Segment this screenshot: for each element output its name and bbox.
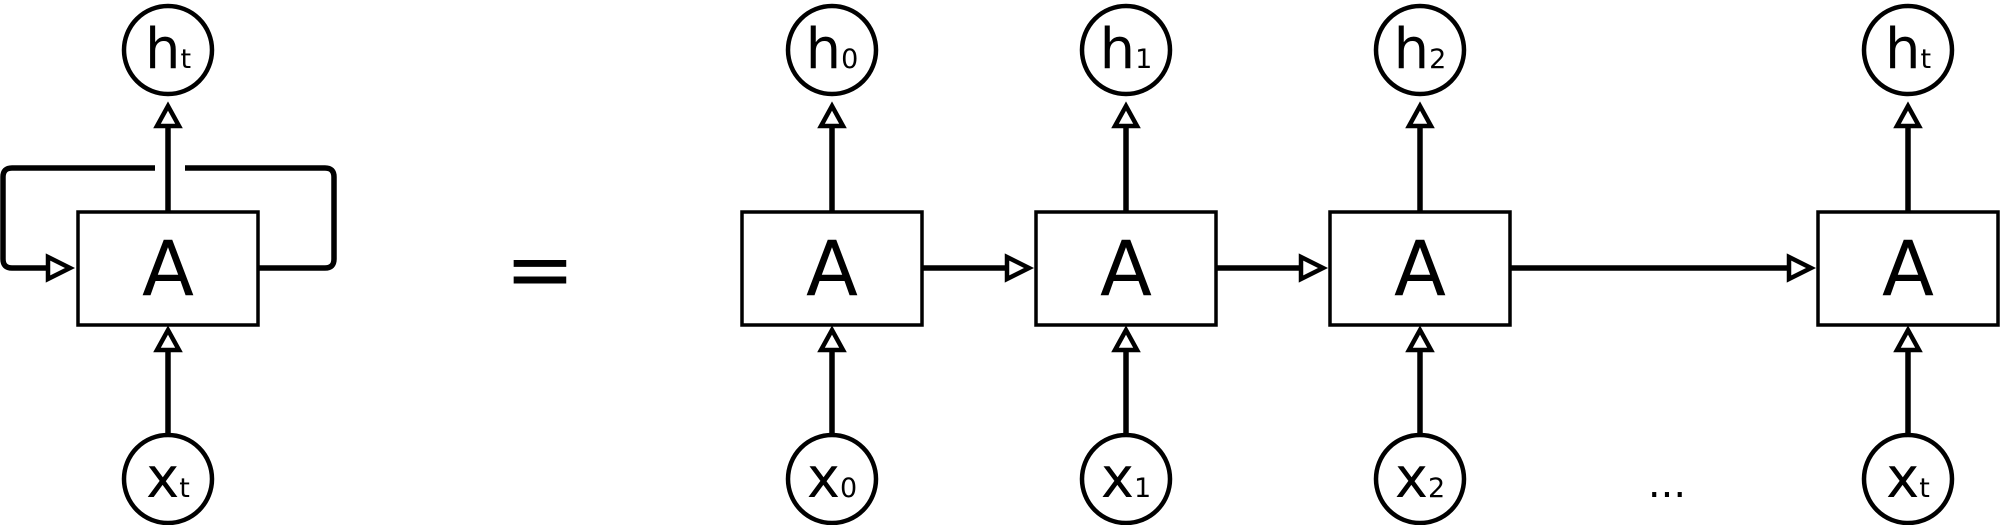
input-index-2: 2: [1428, 473, 1445, 504]
output-index-2: 2: [1429, 44, 1446, 75]
output-node-t: [1861, 3, 1955, 97]
svg-text:h1: h1: [1100, 17, 1153, 82]
output-arrowhead-t: [1893, 101, 1923, 129]
input-symbol-1: x: [1101, 446, 1134, 511]
unrolled-rnn: A h0 x0 A h1 x1: [740, 3, 2000, 525]
svg-text:ht: ht: [1885, 17, 1931, 82]
cell-label-t: A: [1882, 224, 1934, 313]
input-node-2: [1373, 432, 1467, 525]
output-arrowhead-2: [1405, 101, 1435, 129]
input-arrowhead-t: [1893, 325, 1923, 353]
timestep-2: A h2 x2: [1328, 3, 1512, 525]
input-symbol-0: x: [807, 446, 840, 511]
equals-sign: =: [505, 220, 575, 318]
output-node-2: [1373, 3, 1467, 97]
svg-text:x0: x0: [807, 446, 857, 511]
cell-label-2: A: [1394, 224, 1446, 313]
recurrent-loop-arrowhead: [45, 253, 76, 283]
input-node-t: [1861, 432, 1955, 525]
input-symbol-2: x: [1395, 446, 1428, 511]
cell-label-0: A: [806, 224, 858, 313]
rolled-input-index: t: [179, 473, 190, 504]
recurrent-loop-edge: [185, 165, 337, 271]
rolled-output-symbol: h: [145, 17, 181, 82]
rolled-rnn: A ht xt: [0, 3, 337, 525]
rolled-output-index: t: [180, 44, 191, 75]
cell-box-1: [1034, 210, 1218, 327]
output-arrowhead-0: [817, 101, 847, 129]
hidden-edge-2-t-arrowhead: [1786, 253, 1817, 283]
input-node-1: [1079, 432, 1173, 525]
rolled-cell-box: [76, 210, 260, 327]
input-index-1: 1: [1134, 473, 1151, 504]
input-node-0: [785, 432, 879, 525]
output-arrowhead-1: [1111, 101, 1141, 129]
output-node-1: [1079, 3, 1173, 97]
timestep-t: A ht xt: [1816, 3, 2000, 525]
output-symbol-2: h: [1394, 17, 1430, 82]
rolled-output-arrowhead: [153, 101, 183, 129]
svg-text:h0: h0: [806, 17, 859, 82]
output-symbol-0: h: [806, 17, 842, 82]
recurrent-loop-edge-return: [0, 165, 155, 271]
input-symbol-t: x: [1886, 446, 1919, 511]
input-index-t: t: [1919, 473, 1930, 504]
cell-label-1: A: [1100, 224, 1152, 313]
output-index-1: 1: [1135, 44, 1152, 75]
hidden-edge-1-2-arrowhead: [1298, 253, 1329, 283]
hidden-edge-0-1-arrowhead: [1004, 253, 1035, 283]
svg-text:xt: xt: [1886, 446, 1930, 511]
rolled-cell-label: A: [142, 224, 194, 313]
input-arrowhead-0: [817, 325, 847, 353]
output-symbol-1: h: [1100, 17, 1136, 82]
rolled-input-symbol: x: [146, 446, 179, 511]
svg-text:x2: x2: [1395, 446, 1445, 511]
ellipsis: ...: [1648, 461, 1686, 507]
svg-text:h2: h2: [1394, 17, 1447, 82]
rolled-output-node: [121, 3, 215, 97]
cell-box-0: [740, 210, 924, 327]
input-arrowhead-2: [1405, 325, 1435, 353]
timestep-0: A h0 x0: [740, 3, 924, 525]
cell-box-t: [1816, 210, 2000, 327]
svg-text:xt: xt: [146, 446, 190, 511]
output-index-0: 0: [841, 44, 858, 75]
svg-text:x1: x1: [1101, 446, 1151, 511]
output-index-t: t: [1920, 44, 1931, 75]
input-arrowhead-1: [1111, 325, 1141, 353]
timestep-1: A h1 x1: [1034, 3, 1218, 525]
output-node-0: [785, 3, 879, 97]
cell-box-2: [1328, 210, 1512, 327]
svg-text:ht: ht: [145, 17, 191, 82]
rolled-input-arrowhead: [153, 325, 183, 353]
output-symbol-t: h: [1885, 17, 1921, 82]
rolled-input-node: [121, 432, 215, 525]
input-index-0: 0: [840, 473, 857, 504]
